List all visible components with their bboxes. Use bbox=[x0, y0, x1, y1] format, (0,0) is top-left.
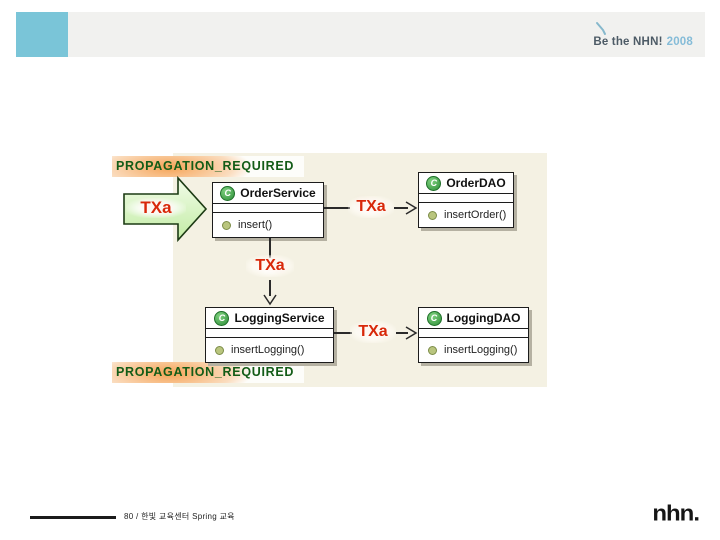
brand-slogan: Be the NHN!2008 bbox=[593, 36, 693, 48]
footer-rule bbox=[30, 516, 116, 519]
method-name: insertLogging() bbox=[231, 344, 305, 356]
brand-year: 2008 bbox=[666, 36, 693, 48]
check-icon bbox=[595, 21, 609, 42]
class-header: C OrderDAO bbox=[419, 173, 513, 194]
class-box-orderservice: C OrderService insert() bbox=[212, 182, 324, 238]
class-icon: C bbox=[426, 175, 442, 191]
method-name: insert() bbox=[238, 219, 273, 231]
brand-text: Be the NHN! bbox=[593, 36, 663, 48]
transaction-label-txa: TXa bbox=[246, 255, 294, 277]
class-name: LoggingService bbox=[234, 311, 325, 325]
class-methods: insert() bbox=[213, 213, 323, 237]
class-fields-empty bbox=[206, 329, 333, 338]
connector-line bbox=[269, 280, 271, 296]
brand-square bbox=[16, 12, 68, 57]
arrowhead-right-icon bbox=[404, 201, 418, 220]
class-icon: C bbox=[426, 310, 442, 326]
transaction-label-txa: TXa bbox=[126, 198, 186, 218]
propagation-caption-bottom: PROPAGATION_REQUIRED bbox=[112, 362, 305, 383]
transaction-label-txa: TXa bbox=[350, 321, 396, 343]
connector-line bbox=[396, 332, 408, 334]
class-box-orderdao: C OrderDAO insertOrder() bbox=[418, 172, 514, 228]
class-methods: insertLogging() bbox=[419, 338, 528, 362]
class-header: C LoggingService bbox=[206, 308, 333, 329]
method-visibility-icon bbox=[222, 220, 231, 230]
class-icon: C bbox=[214, 310, 230, 326]
class-fields-empty bbox=[213, 204, 323, 213]
header-band bbox=[16, 12, 705, 57]
class-fields-empty bbox=[419, 329, 528, 338]
class-icon-letter: C bbox=[224, 188, 232, 198]
class-fields-empty bbox=[419, 194, 513, 203]
method-visibility-icon bbox=[215, 345, 224, 355]
nhn-logo: nhn. bbox=[652, 501, 700, 526]
class-header: C OrderService bbox=[213, 183, 323, 204]
class-name: LoggingDAO bbox=[446, 311, 521, 325]
connector-line bbox=[269, 238, 271, 258]
class-methods: insertOrder() bbox=[419, 203, 513, 227]
connector-line bbox=[324, 207, 350, 209]
class-icon-letter: C bbox=[430, 178, 438, 188]
arrowhead-right-icon bbox=[404, 326, 418, 345]
class-methods: insertLogging() bbox=[206, 338, 333, 362]
method-name: insertLogging() bbox=[444, 344, 518, 356]
arrowhead-down-icon bbox=[263, 293, 277, 311]
transaction-label-txa: TXa bbox=[348, 196, 394, 218]
propagation-caption-top: PROPAGATION_REQUIRED bbox=[112, 156, 305, 177]
class-icon: C bbox=[220, 185, 236, 201]
connector-line bbox=[394, 207, 408, 209]
class-name: OrderDAO bbox=[446, 176, 506, 190]
class-name: OrderService bbox=[240, 186, 316, 200]
method-visibility-icon bbox=[428, 210, 437, 220]
class-box-loggingservice: C LoggingService insertLogging() bbox=[205, 307, 334, 363]
class-box-loggingdao: C LoggingDAO insertLogging() bbox=[418, 307, 529, 363]
footer-page-info: 80 / 한빛 교육센터 Spring 교육 bbox=[124, 512, 235, 521]
class-icon-letter: C bbox=[218, 313, 226, 323]
method-name: insertOrder() bbox=[444, 209, 507, 221]
method-visibility-icon bbox=[428, 345, 437, 355]
class-header: C LoggingDAO bbox=[419, 308, 528, 329]
connector-line bbox=[334, 332, 352, 334]
class-icon-letter: C bbox=[430, 313, 438, 323]
